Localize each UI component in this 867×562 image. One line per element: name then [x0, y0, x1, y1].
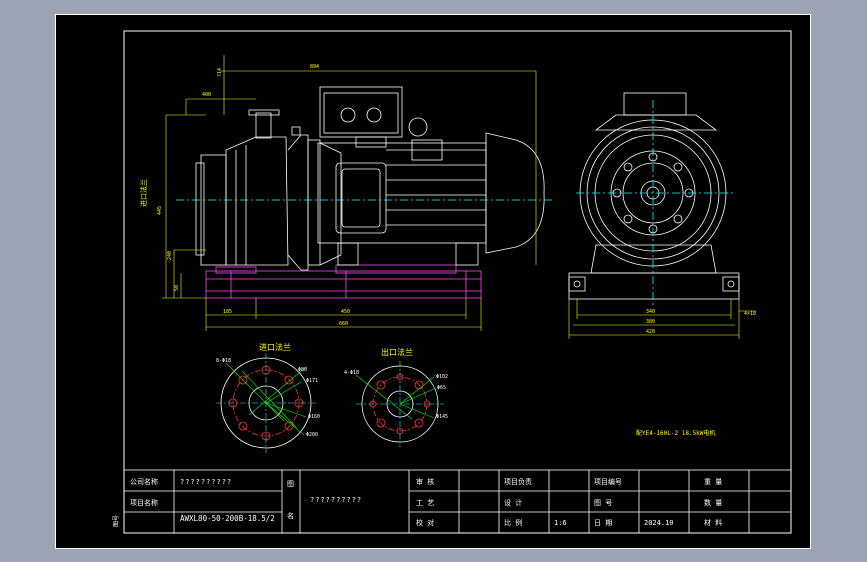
outlet-d3-label: Φ145 [436, 414, 448, 420]
inlet-d2-label: Φ171 [306, 378, 318, 384]
project-value: AWXL80-50-200B-18.5/2 [180, 514, 275, 523]
base-frame [205, 264, 482, 299]
dim-420: 420 [646, 329, 655, 335]
dim-445: 445 [157, 206, 163, 215]
bracket [291, 126, 342, 266]
inlet-flange-view [216, 353, 316, 453]
inlet-d1-label: Φ80 [298, 367, 307, 373]
dim-185: 185 [223, 309, 232, 315]
weight-label: 重 量 [704, 478, 722, 486]
dim-340: 340 [646, 309, 655, 315]
drawing-name: ?????????? [310, 496, 362, 504]
dim-4x18: 4×18 [744, 311, 756, 317]
inlet-holes-label: 8-Φ18 [216, 358, 231, 364]
dim-894: 894 [310, 64, 319, 70]
front-base [568, 272, 740, 300]
dim-380: 380 [646, 319, 655, 325]
inlet-d4-label: Φ200 [306, 432, 318, 438]
side-dimensions [162, 55, 537, 331]
drawing-sheet: 894 400 185 450 660 445 240 50 ?14 进口法兰 [55, 14, 811, 549]
motor [317, 86, 545, 266]
terminal-box-front [623, 92, 687, 116]
company-label: 公司名称 [130, 477, 158, 486]
dim-450: 450 [341, 309, 350, 315]
project-label: 项目名称 [130, 498, 158, 507]
inlet-d3-label: Φ160 [308, 414, 320, 420]
outlet-d1-label: Φ102 [436, 374, 448, 380]
outlet-flange-view [355, 361, 444, 447]
dim-50: 50 [174, 285, 180, 291]
pump-front-view [568, 92, 740, 305]
front-dimensions [568, 299, 756, 339]
label-inlet-side: 进口法兰 [139, 179, 148, 207]
label-inlet-flange: 进口法兰 [259, 342, 291, 352]
project-lead-label: 项目负责 [504, 477, 532, 486]
tu-label: 图 [287, 480, 294, 488]
outlet-d2-label: Φ65 [437, 385, 446, 391]
date-label: 日 期 [594, 519, 612, 527]
cad-drawing-svg: 894 400 185 450 660 445 240 50 ?14 进口法兰 [113, 30, 792, 534]
label-outlet-flange: 出口法兰 [381, 347, 413, 357]
left-side-text: 图号 [113, 515, 120, 527]
material-label: 材 料 [704, 518, 722, 527]
scale-value: 1:6 [554, 519, 567, 527]
pump-casing [195, 109, 309, 271]
scale-label: 比 例 [504, 518, 522, 527]
side-dimension-text: 894 400 185 450 660 445 240 50 ?14 进口法兰 [139, 64, 350, 327]
dim-240: 240 [167, 251, 173, 260]
craft-label: 工 艺 [416, 499, 434, 507]
quantity-label: 数 量 [704, 498, 722, 507]
review-label: 审 核 [416, 477, 434, 486]
date-value: 2024.10 [644, 519, 674, 527]
title-block [123, 469, 792, 534]
project-no-label: 项目编号 [594, 477, 622, 486]
design-label: 设 计 [504, 498, 522, 507]
title-block-text: 公司名称 ?????????? 项目名称 AWXL80-50-200B-18.5… [113, 477, 722, 527]
check-label: 校 对 [416, 518, 434, 527]
dim-top: ?14 [217, 68, 223, 77]
dim-400: 400 [202, 92, 211, 98]
motor-note: 配YE4-160L-2 18.5kW电机 [636, 429, 715, 437]
company-value: ?????????? [180, 478, 232, 486]
dim-660: 660 [339, 321, 348, 327]
drawing-no-label: 图 号 [594, 499, 612, 507]
front-dimension-text: 340 380 420 4×18 [646, 309, 756, 335]
outlet-holes-label: 4-Φ18 [344, 370, 359, 376]
pump-side-view [176, 86, 554, 299]
outlet-flange-labels: 4-Φ18 Φ102 Φ65 Φ145 [344, 370, 448, 420]
ming-label: 名 [287, 511, 294, 520]
inlet-flange-labels: 8-Φ18 Φ80 Φ171 Φ160 Φ200 [216, 358, 320, 438]
